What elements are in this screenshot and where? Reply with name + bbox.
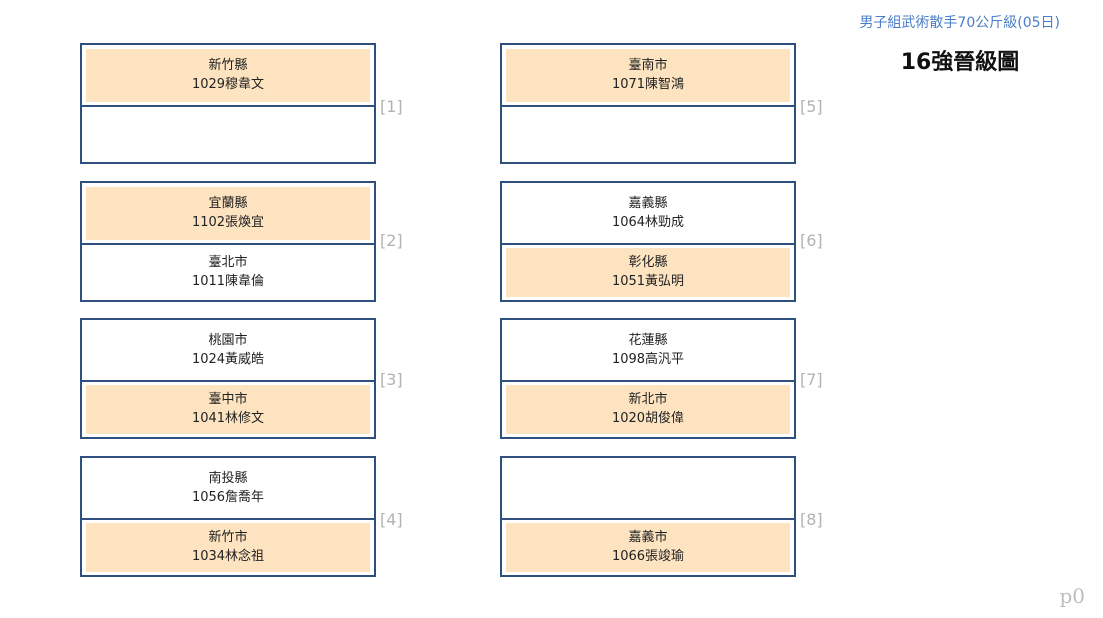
match-box: 嘉義縣 1064林勁成彰化縣 1051黃弘明	[500, 181, 796, 302]
competitor-county: 新竹市	[208, 530, 248, 545]
match-number: [6]	[800, 231, 823, 250]
competitor-county: 宜蘭縣	[208, 196, 248, 211]
match-number: [4]	[380, 510, 403, 529]
competitor-entrant: 1051黃弘明	[611, 274, 685, 289]
competitor-slot-bottom: 彰化縣 1051黃弘明	[502, 244, 794, 300]
winner-highlight	[506, 248, 790, 297]
competitor-entrant: 1098高汎平	[611, 352, 685, 367]
competitor-slot-top: 南投縣 1056詹喬年	[82, 458, 374, 520]
competitor-entrant: 1011陳韋倫	[191, 274, 265, 289]
winner-highlight	[86, 385, 370, 434]
match-box: 南投縣 1056詹喬年新竹市 1034林念祖	[80, 456, 376, 577]
competitor-entrant: 1064林勁成	[611, 215, 685, 230]
competitor-slot-bottom: 臺中市 1041林修文	[82, 381, 374, 437]
competitor-county: 嘉義縣	[628, 196, 668, 211]
winner-highlight	[506, 523, 790, 572]
competitor-slot-bottom: 新北市 1020胡俊偉	[502, 381, 794, 437]
winner-highlight	[86, 49, 370, 102]
competitor-county: 南投縣	[208, 471, 248, 486]
competitor-entrant: 1034林念祖	[191, 549, 265, 564]
competitor-county: 嘉義市	[628, 530, 668, 545]
winner-highlight	[506, 49, 790, 102]
competitor-entrant: 1020胡俊偉	[611, 411, 685, 426]
match-box: 臺南市 1071陳智鴻	[500, 43, 796, 164]
match-box: 嘉義市 1066張竣瑜	[500, 456, 796, 577]
match-number: [8]	[800, 510, 823, 529]
competitor-county: 桃園市	[208, 333, 248, 348]
match-box: 新竹縣 1029穆韋文	[80, 43, 376, 164]
competitor-entrant: 1024黃威皓	[191, 352, 265, 367]
competitor-entrant: 1029穆韋文	[191, 77, 265, 92]
bracket-title: 16強晉級圖	[900, 50, 1020, 75]
competitor-slot-top: 嘉義縣 1064林勁成	[502, 183, 794, 245]
competitor-slot-bottom: 嘉義市 1066張竣瑜	[502, 519, 794, 575]
competitor-entrant: 1041林修文	[191, 411, 265, 426]
match-number: [7]	[800, 370, 823, 389]
match-number: [2]	[380, 231, 403, 250]
competitor-entrant: 1056詹喬年	[191, 490, 265, 505]
competitor-entrant: 1066張竣瑜	[611, 549, 685, 564]
winner-highlight	[86, 523, 370, 572]
match-box: 花蓮縣 1098高汎平新北市 1020胡俊偉	[500, 318, 796, 439]
competitor-slot-top: 花蓮縣 1098高汎平	[502, 320, 794, 382]
competitor-slot-top: 宜蘭縣 1102張煥宜	[82, 183, 374, 245]
competitor-slot-bottom	[502, 106, 794, 162]
match-number: [3]	[380, 370, 403, 389]
competitor-slot-top: 新竹縣 1029穆韋文	[82, 45, 374, 107]
match-box: 宜蘭縣 1102張煥宜臺北市 1011陳韋倫	[80, 181, 376, 302]
competitor-slot-bottom: 新竹市 1034林念祖	[82, 519, 374, 575]
competitor-county: 花蓮縣	[628, 333, 668, 348]
competitor-county: 新北市	[628, 392, 668, 407]
competitor-county: 新竹縣	[208, 58, 248, 73]
competitor-slot-top: 臺南市 1071陳智鴻	[502, 45, 794, 107]
competitor-county: 臺北市	[208, 255, 248, 270]
competitor-slot-bottom: 臺北市 1011陳韋倫	[82, 244, 374, 300]
match-number: [5]	[800, 97, 823, 116]
competitor-entrant: 1102張煥宜	[191, 215, 265, 230]
competitor-county: 臺南市	[628, 58, 668, 73]
winner-highlight	[506, 385, 790, 434]
competitor-slot-top	[502, 458, 794, 520]
match-number: [1]	[380, 97, 403, 116]
page-marker: p0	[1059, 584, 1085, 608]
match-box: 桃園市 1024黃威皓臺中市 1041林修文	[80, 318, 376, 439]
competitor-slot-top: 桃園市 1024黃威皓	[82, 320, 374, 382]
competitor-county: 彰化縣	[628, 255, 668, 270]
competitor-entrant: 1071陳智鴻	[611, 77, 685, 92]
competitor-slot-bottom	[82, 106, 374, 162]
event-title: 男子組武術散手70公斤級(05日)	[859, 15, 1060, 31]
winner-highlight	[86, 187, 370, 240]
competitor-county: 臺中市	[208, 392, 248, 407]
